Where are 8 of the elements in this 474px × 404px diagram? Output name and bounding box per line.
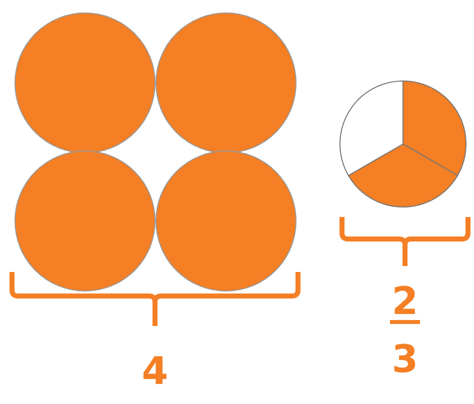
- fraction-pie: [340, 80, 466, 208]
- count-label: 4: [140, 352, 170, 390]
- circle-shape: [14, 12, 156, 154]
- numerator: 2: [390, 282, 420, 320]
- circle-shape: [156, 150, 296, 292]
- denominator: 3: [390, 340, 420, 378]
- circle-shape: [156, 12, 296, 154]
- circle-shape: [14, 150, 156, 292]
